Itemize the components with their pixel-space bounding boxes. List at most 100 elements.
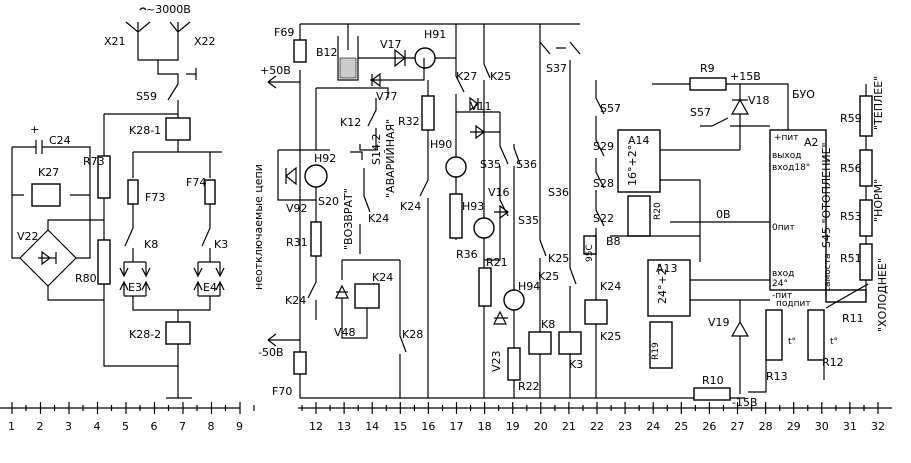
r13-t-label: t° <box>788 337 796 347</box>
ruler-mark-4: 4 <box>94 420 101 433</box>
ruler-mark-25: 25 <box>674 420 688 433</box>
resistor-r59 <box>859 95 873 137</box>
v48-label: V48 <box>334 326 356 339</box>
s29-label: S29 <box>593 140 614 153</box>
plus15-label: +15В <box>730 70 761 83</box>
k27-label-left: K27 <box>38 166 59 179</box>
r36-label: R36 <box>456 248 478 261</box>
ruler-mark-32: 32 <box>871 420 885 433</box>
a13-label: A13 <box>656 262 678 275</box>
k3-label-right: K3 <box>569 358 583 371</box>
x22-label: X22 <box>194 35 216 48</box>
95c-label: 95С <box>585 244 595 262</box>
ruler-mark-30: 30 <box>815 420 829 433</box>
ruler-mark-28: 28 <box>759 420 773 433</box>
relay-k27 <box>31 183 61 207</box>
pin-vhod18: вход18° <box>772 163 810 173</box>
norm-label: "НОРМ" <box>872 179 885 222</box>
module-a14 <box>617 129 661 193</box>
k28-2-relay <box>165 321 191 345</box>
r80-label: R80 <box>75 272 97 285</box>
ruler-mark-9: 9 <box>236 420 243 433</box>
module-a13 <box>647 259 691 317</box>
h90-label: H90 <box>430 138 452 151</box>
s14-2-label: S14.2 <box>370 134 383 165</box>
f70-label: F70 <box>272 385 292 398</box>
k24-label-5: K24 <box>600 280 621 293</box>
lamp-h91 <box>414 47 436 69</box>
ruler-mark-24: 24 <box>646 420 660 433</box>
resistor-r80 <box>97 239 111 285</box>
pin-samosta: самоста <box>823 254 833 292</box>
r53-label: R53 <box>840 210 862 223</box>
ruler-mark-15: 15 <box>393 420 407 433</box>
h91-label: H91 <box>424 28 446 41</box>
pin-vhod24b: 24° <box>772 279 788 289</box>
h92-label: H92 <box>314 152 336 165</box>
fuse-f70 <box>293 351 307 375</box>
left-circuit: ~3000В X21 X22 S59 K28-1 F73 F74 K8 K3 E… <box>11 3 228 399</box>
k28-1-relay <box>165 117 191 141</box>
resistor-r53 <box>859 199 873 237</box>
ruler-mark-7: 7 <box>179 420 186 433</box>
lamp-h92 <box>304 164 328 188</box>
h93-label: H93 <box>462 200 484 213</box>
0v-label: 0В <box>716 208 731 221</box>
k8-label-left: K8 <box>144 238 158 251</box>
ruler-mark-20: 20 <box>534 420 548 433</box>
f69-label: F69 <box>274 26 294 39</box>
v17-label: V17 <box>380 38 402 51</box>
uninterruptible-circuits-label: неотключаемые цепи <box>252 164 265 290</box>
ruler-mark-8: 8 <box>208 420 215 433</box>
s45-heating-label: S45 "ОТОПЛЕНИЕ" <box>820 142 833 248</box>
ruler-mark-31: 31 <box>843 420 857 433</box>
relay-k8 <box>528 331 552 355</box>
a14-label: A14 <box>628 134 650 147</box>
thermistor-r13 <box>765 309 783 361</box>
k12-label: K12 <box>340 116 361 129</box>
relay-k25 <box>584 299 608 325</box>
thermistor-r19 <box>649 321 673 369</box>
k28-label: K28 <box>402 328 423 341</box>
e3-label: E3 <box>128 281 142 294</box>
a14-value: 16°+2° <box>626 145 639 186</box>
k24-label-1: K24 <box>285 294 306 307</box>
k8-label-right: K8 <box>541 318 555 331</box>
s36-label-1: S36 <box>516 158 537 171</box>
a2-label: A2 <box>804 136 819 149</box>
s22-label: S22 <box>593 212 614 225</box>
thermistor-r20 <box>627 195 651 237</box>
resistor-r32 <box>421 95 435 131</box>
plus50-label: +50В <box>260 64 291 77</box>
lamp-h90 <box>445 156 467 178</box>
lamp-h94 <box>503 289 525 311</box>
k28-2-label: K28-2 <box>129 328 161 341</box>
k3-label-left: K3 <box>214 238 228 251</box>
r73-label: R73 <box>83 155 105 168</box>
r21-label: R21 <box>486 256 508 269</box>
s57-label-1: S57 <box>600 102 621 115</box>
thermostat-b8 <box>583 235 597 255</box>
r19-label: R19 <box>651 342 661 360</box>
pin-minus-pit: -пит <box>772 291 792 301</box>
ruler-mark-29: 29 <box>787 420 801 433</box>
r22-label: R22 <box>518 380 540 393</box>
thermistor-r12 <box>807 309 825 361</box>
ruler-mark-27: 27 <box>731 420 745 433</box>
b8-label: B8 <box>606 235 621 248</box>
ruler-mark-3: 3 <box>65 420 72 433</box>
pin-vyhod: выход <box>772 151 801 161</box>
ruler-mark-2: 2 <box>37 420 44 433</box>
ruler-mark-14: 14 <box>365 420 379 433</box>
k25-label-2: K25 <box>548 252 569 265</box>
v18-label: V18 <box>748 94 770 107</box>
colder-label: "ХОЛОДНЕЕ" <box>876 258 889 332</box>
r59-label: R59 <box>840 112 862 125</box>
fuse-f74 <box>204 179 216 205</box>
ruler-mark-16: 16 <box>421 420 435 433</box>
k24-label-2: K24 <box>368 212 389 225</box>
ruler-mark-21: 21 <box>562 420 576 433</box>
s28-label: S28 <box>593 177 614 190</box>
fuse-f73 <box>127 179 139 205</box>
lamp-h93 <box>473 217 495 239</box>
